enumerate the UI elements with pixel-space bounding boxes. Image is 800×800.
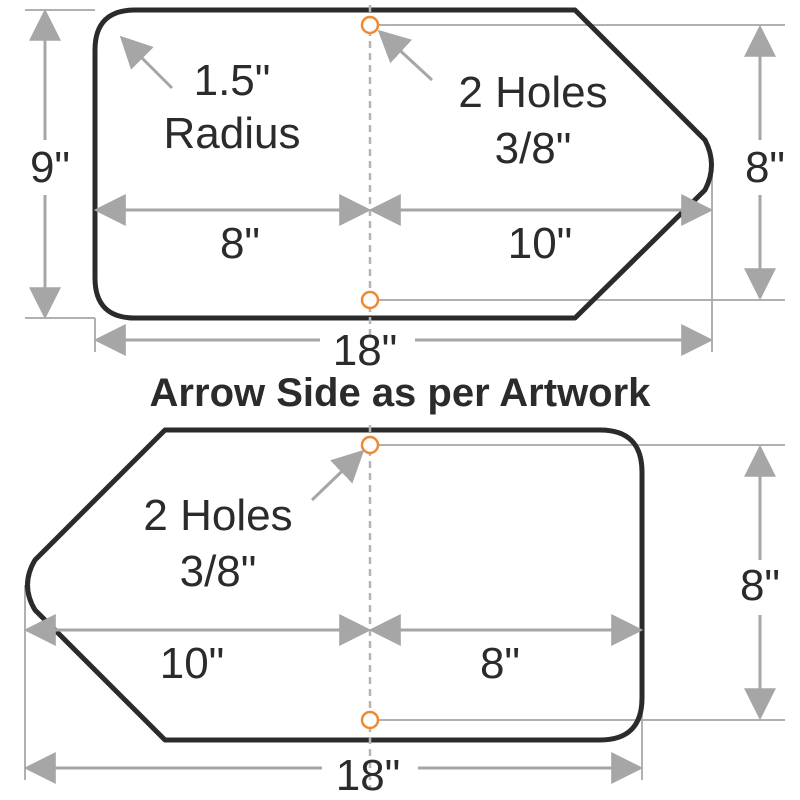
hole-icon [360,710,380,730]
height-right-label: 8" [740,561,780,610]
right-width-label: 8" [480,639,520,688]
sign-outline-arrow-right [92,7,714,321]
hole-icon [360,15,380,35]
holes-label: 2 Holes [143,491,292,540]
right-width-label: 10" [508,219,573,268]
sign-outline-arrow-left [25,427,645,743]
holes-size-label: 3/8" [180,547,257,596]
arrow-side-title: Arrow Side as per Artwork [150,371,652,415]
top-diagram: 9" 8" 8" 10" 18" 1.5" Radius 2 Holes 3/8… [25,5,785,375]
total-width-label: 18" [333,326,398,375]
left-width-label: 8" [220,219,260,268]
holes-pointer-arrow [310,449,365,502]
height-left-label: 9" [30,143,70,192]
hole-icon [360,435,380,455]
hole-icon [360,290,380,310]
radius-value-label: 1.5" [194,56,271,105]
height-right-label: 8" [745,143,785,192]
holes-pointer-arrow [377,29,434,82]
total-width-label: 18" [336,751,401,800]
radius-pointer-arrow [119,35,174,90]
radius-text-label: Radius [164,109,301,158]
holes-size-label: 3/8" [495,124,572,173]
holes-label: 2 Holes [458,68,607,117]
left-width-label: 10" [160,639,225,688]
bottom-diagram: 8" 10" 8" 18" 2 Holes 3/8" [23,425,785,800]
